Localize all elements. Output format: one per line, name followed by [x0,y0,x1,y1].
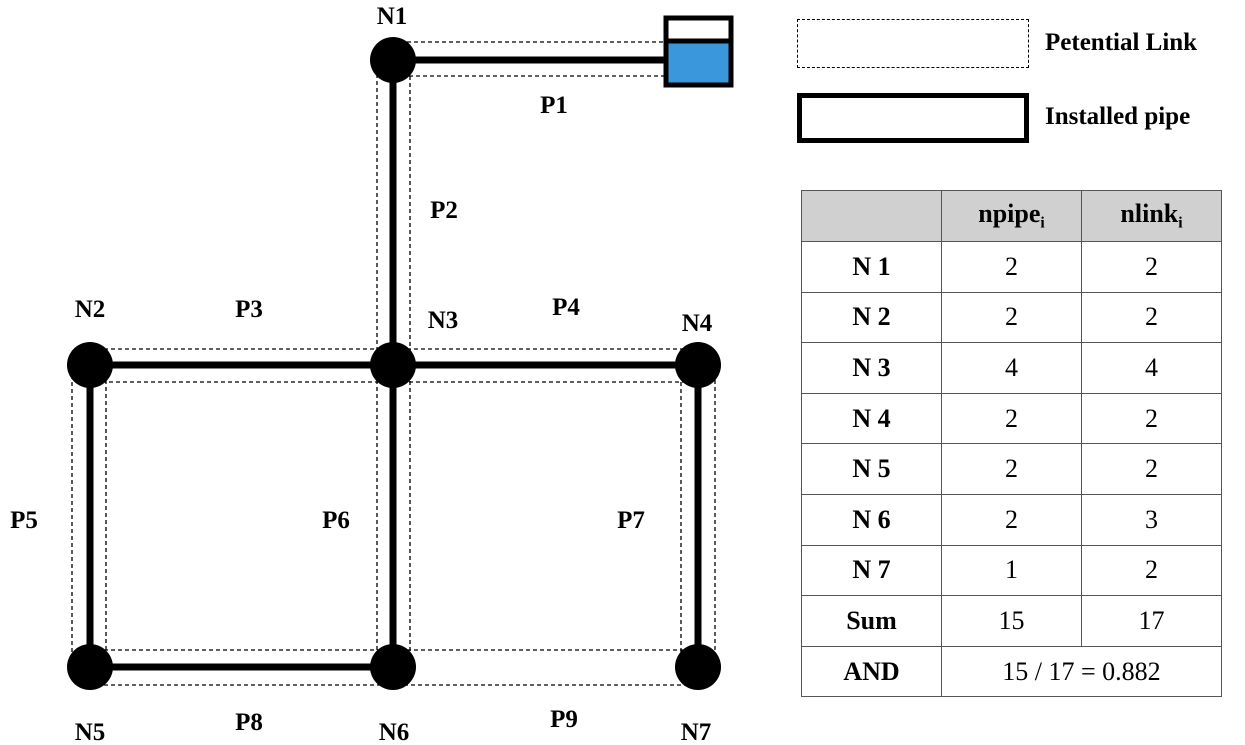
summary-table: npipei nlinki N 1 2 2 N 2 2 2 N 3 4 4 N … [801,190,1222,698]
row-label: N 4 [801,392,942,445]
table-row: N 2 2 2 [801,291,1222,344]
node-n6 [370,644,416,690]
sum-nlink-value: 17 [1081,595,1222,647]
node-n2 [67,342,113,388]
npipe-value: 2 [941,443,1082,495]
row-label: N 3 [801,342,942,394]
npipe-value: 2 [941,291,1082,344]
pipe-label-p7: P7 [617,507,645,534]
table-row-and: AND 15 / 17 = 0.882 [801,645,1222,698]
pipe-label-p1: P1 [540,92,568,119]
node-n5 [67,644,113,690]
pipe-label-p6: P6 [322,507,350,534]
table-row: N 4 2 2 [801,392,1222,445]
node-label-n7: N7 [681,719,712,745]
nlink-value: 2 [1081,291,1222,344]
table-header-row: npipei nlinki [801,190,1222,242]
node-label-n1: N1 [377,3,408,30]
pipe-label-p8: P8 [235,709,263,736]
potential-link-p9 [392,649,699,686]
node-labels: N1 N2 N3 N4 N5 N6 N7 [75,3,713,745]
node-n7 [675,644,721,690]
nlink-value: 2 [1081,443,1222,495]
table-row: N 3 4 4 [801,342,1222,394]
pipe-label-p2: P2 [430,197,458,224]
npipe-value: 1 [941,544,1082,597]
pipe-label-p4: P4 [552,294,580,321]
legend-solid-swatch [797,93,1029,143]
nlink-value: 3 [1081,493,1222,546]
row-label: N 7 [801,544,942,597]
nlink-value: 2 [1081,241,1222,293]
npipe-value: 2 [941,241,1082,293]
row-label: N 5 [801,443,942,495]
and-value: 15 / 17 = 0.882 [941,645,1222,698]
node-n4 [675,342,721,388]
npipe-value: 2 [941,493,1082,546]
pipe-labels: P1 P2 P3 P4 P5 P6 P7 P8 P9 [10,92,645,736]
installed-pipes [86,56,702,671]
node-label-n3: N3 [428,307,459,334]
table-row: N 6 2 3 [801,493,1222,546]
table-header-npipe: npipei [941,190,1082,242]
row-label: N 6 [801,493,942,546]
nlink-value: 2 [1081,392,1222,445]
node-label-n5: N5 [75,719,106,745]
pipe-label-p5: P5 [10,507,38,534]
table-row-sum: Sum 15 17 [801,595,1222,647]
pipe-label-p9: P9 [550,706,578,733]
row-label: N 2 [801,291,942,344]
network-diagram: N1 N2 N3 N4 N5 N6 N7 P1 P2 P3 P4 P5 P6 P… [10,3,734,745]
node-n1 [370,37,416,83]
node-label-n6: N6 [379,719,410,745]
node-label-n4: N4 [682,310,713,337]
table-row: N 5 2 2 [801,443,1222,495]
legend-dashed-swatch [797,19,1029,68]
npipe-value: 2 [941,392,1082,445]
table-row: N 1 2 2 [801,241,1222,293]
water-tank-icon [663,15,734,88]
nlink-value: 4 [1081,342,1222,394]
table-header-blank [801,190,942,242]
row-label: N 1 [801,241,942,293]
pipe-label-p3: P3 [235,296,263,323]
table-row: N 7 1 2 [801,544,1222,597]
sum-label: Sum [801,595,942,647]
node-label-n2: N2 [75,296,106,323]
npipe-value: 4 [941,342,1082,394]
table-header-nlink: nlinki [1081,190,1222,242]
legend-installed-pipe-label: Installed pipe [1045,103,1191,130]
node-n3 [370,342,416,388]
nodes [67,37,721,690]
sum-npipe-value: 15 [941,595,1082,647]
nlink-value: 2 [1081,544,1222,597]
legend-potential-link-label: Petential Link [1045,29,1198,56]
and-label: AND [801,645,942,698]
